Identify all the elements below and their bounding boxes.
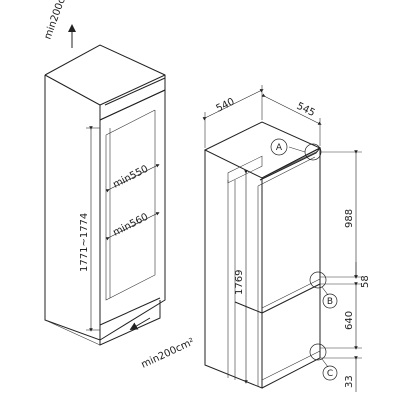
fridge-width-dim — [202, 85, 264, 148]
fridge-depth-label: 545 — [295, 101, 317, 119]
upper-section-label: 988 — [344, 209, 355, 228]
niche-width-bottom-label: min560 — [111, 212, 150, 239]
callout-c-label: C — [327, 369, 333, 379]
bottom-gap-label: 33 — [344, 375, 355, 388]
fridge-width-label: 540 — [214, 96, 236, 114]
middle-gap-label: 58 — [360, 275, 371, 288]
niche-height-label: 1771~1774 — [79, 213, 90, 272]
section-dims — [320, 150, 362, 392]
callout-c — [309, 343, 338, 381]
niche-width-dims — [105, 164, 160, 241]
vent-bottom-arrow — [129, 317, 151, 331]
niche-width-top-label: min550 — [111, 164, 150, 191]
lower-section-label: 640 — [344, 311, 355, 330]
callout-b-label: B — [327, 297, 333, 307]
callout-b — [309, 271, 338, 309]
vent-bottom-label: min200cm² — [140, 337, 196, 371]
fridge-body — [203, 121, 322, 389]
cabinet-niche — [44, 44, 166, 346]
niche-height-dim — [86, 126, 100, 332]
callout-a-label: A — [276, 143, 283, 153]
vent-top-label: min200cm² — [42, 0, 72, 41]
fridge-height-label: 1769 — [234, 270, 245, 295]
fridge-depth-dim — [261, 93, 322, 146]
